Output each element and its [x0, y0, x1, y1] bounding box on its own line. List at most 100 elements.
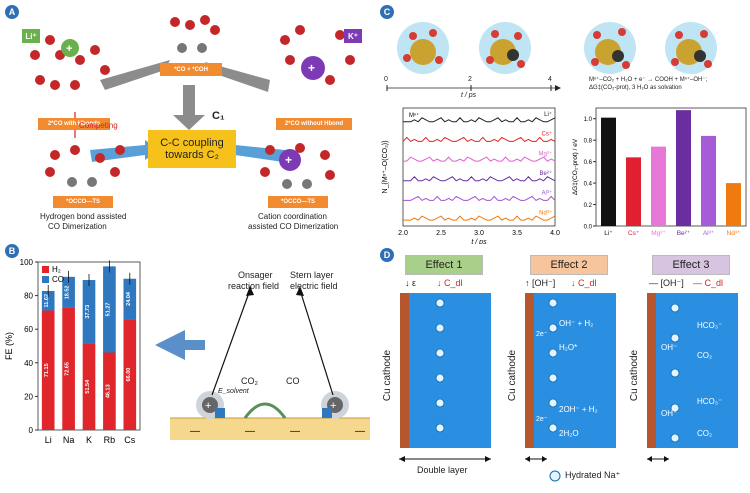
trace-xtick-0: 2.0	[398, 230, 408, 237]
fe-data-label-cs-0: 66.00	[126, 368, 132, 382]
fe-data-label-li-1: 11.62	[44, 294, 50, 307]
effect-2-cdl: ↓ C_dl	[571, 278, 597, 288]
fe-legend-swatch-0	[42, 266, 49, 273]
fe-xtick-k: K	[86, 435, 92, 445]
co-coh-box: *CO + *COH	[160, 63, 222, 76]
fe-data-label-na-0: 72.65	[65, 362, 71, 376]
fe-legend-label-0: H₂	[52, 265, 61, 274]
e3-species-1: CO₂	[697, 351, 713, 360]
e3-species-3: CO₂	[697, 429, 713, 438]
fe-bar-rb-0	[103, 352, 116, 430]
cathode-label-3: Cu cathode	[629, 349, 641, 402]
svg-text:+: +	[330, 400, 336, 412]
dg-ytick-label-2: 0.4	[584, 182, 593, 188]
effect-1-header: Effect 1	[405, 255, 483, 275]
dg-bar-1	[626, 157, 641, 226]
e3-oh-0: OH⁻	[661, 343, 678, 352]
svg-text:—: —	[190, 426, 200, 437]
trace-line-0	[403, 117, 556, 123]
effect-1-cdl: ↓ C_dl	[437, 278, 463, 288]
co-hbonds-box: 2*CO with Hbonds	[38, 118, 110, 130]
fe-xtick-cs: Cs	[124, 435, 135, 445]
dg-bar-0	[601, 117, 616, 226]
fe-xtick-rb: Rb	[104, 435, 116, 445]
dg-ytick-label-4: 0.8	[584, 139, 593, 145]
dg-ylabel: ΔG‡(CO₂-prot) / eV	[572, 138, 579, 195]
trace-line-2	[403, 156, 556, 162]
coupling-box: C-C coupling towards C₂	[148, 130, 236, 168]
effect-3-header: Effect 3	[652, 255, 730, 275]
trace-series-label-5: Nd³⁺	[539, 209, 552, 216]
e2-species-0: OH⁻ + H₂	[559, 319, 594, 328]
caption-right-2: assisted CO Dimerization	[248, 222, 339, 231]
fe-legend-label-1: CO	[52, 275, 64, 284]
dg-frame	[595, 107, 747, 227]
occo-right-box: *OCCO—TS	[268, 196, 328, 208]
fe-ylabel: FE (%)	[4, 332, 14, 360]
co-no-hbond-box: 2*CO without Hbond	[276, 118, 352, 130]
e3-species-0: HCO₃⁻	[697, 321, 723, 330]
caption-left-2: CO Dimerization	[48, 222, 107, 231]
svg-text:+: +	[66, 43, 72, 55]
coupling-line-1: C-C coupling	[160, 137, 224, 149]
equation-1: Mⁿ⁺–CO₂ + H₂O + e⁻ → COOH + Mⁿ⁺–OH⁻;	[589, 77, 708, 83]
dg-bar-5	[726, 183, 741, 226]
trace-ylabel: N_{Mⁿ⁺–O(CO₂)}	[382, 140, 389, 194]
panel-a-label: A	[5, 5, 19, 19]
fe-ytick-label-2: 40	[24, 359, 33, 368]
co-label: CO	[286, 376, 300, 386]
trace-series-label-1: Cs⁺	[542, 131, 553, 138]
dg-xtick-2: Mg²⁺	[651, 230, 666, 237]
li-ion-tag: Li⁺	[22, 29, 40, 43]
effect-1-eps: ↓ ε	[405, 278, 417, 288]
fe-data-label-k-0: 51.54	[85, 379, 91, 394]
double-layer-label: Double layer	[417, 465, 468, 475]
stern-2: electric field	[290, 281, 338, 291]
fe-data-label-li-0: 71.15	[44, 363, 50, 377]
svg-text:—: —	[245, 426, 255, 437]
panel-b-label: B	[5, 244, 19, 258]
fe-xtick-na: Na	[63, 435, 75, 445]
caption-right-1: Cation coordination	[258, 212, 327, 221]
dg-xtick-4: Al³⁺	[703, 230, 715, 237]
trace-line-4	[403, 195, 556, 202]
dg-bar-4	[701, 135, 716, 226]
co2-label: CO₂	[241, 376, 258, 386]
trace-frame	[402, 107, 556, 227]
effect-3-oh: — [OH⁻]	[649, 278, 684, 288]
effect-3-cdl: — C_dl	[693, 278, 724, 288]
c1-label: C₁	[212, 110, 225, 122]
e2-2e-top: 2e⁻	[536, 331, 548, 338]
fe-bar-cs-0	[123, 319, 137, 430]
e2-2e-bottom: 2e⁻	[536, 416, 548, 423]
panel-c-label: C	[380, 5, 394, 19]
svg-text:+: +	[308, 61, 315, 75]
fe-bar-k-0	[82, 343, 96, 430]
fe-bar-rb-1	[103, 266, 116, 353]
fe-data-label-rb-1: 51.27	[105, 303, 111, 317]
time-tick-2: 2	[468, 76, 472, 83]
fe-ytick-label-3: 60	[24, 325, 33, 334]
caption-left-1: Hydrogen bond assisted	[40, 212, 127, 221]
k-ion-tag: K⁺	[344, 29, 362, 43]
onsager-1: Onsager	[238, 270, 273, 280]
effect-2-header: Effect 2	[530, 255, 608, 275]
coupling-line-2: towards C₂	[165, 149, 219, 161]
fe-bar-li-1	[41, 290, 55, 311]
time-tick-0: 0	[384, 76, 388, 83]
fe-data-label-cs-1: 24.04	[126, 291, 132, 306]
occo-left-box: *OCCO—TS	[53, 196, 113, 208]
dg-ytick-label-3: 0.6	[584, 160, 593, 166]
dg-bar-2	[651, 146, 666, 226]
trace-inset-label: Mⁿ⁺	[409, 112, 419, 119]
panel-b-illustration: + + — — — —	[155, 286, 370, 440]
e3-species-2: HCO₃⁻	[697, 397, 723, 406]
trace-xtick-4: 4.0	[550, 230, 560, 237]
trace-series-label-0: Li⁺	[544, 111, 552, 118]
panel-c: 0 2 4 t / ps Mⁿ⁺–CO₂ + H₂O + e⁻ → COOH +…	[375, 0, 750, 245]
effect-2-oh: ↑ [OH⁻]	[525, 278, 556, 288]
panel-a-illustration: + + +	[30, 15, 355, 189]
trace-line-1	[402, 136, 556, 143]
svg-text:+: +	[205, 400, 211, 412]
